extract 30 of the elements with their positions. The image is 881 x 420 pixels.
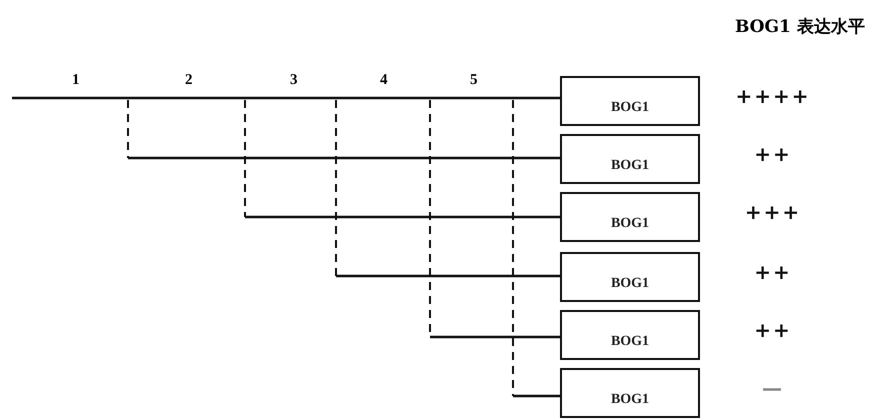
promoter-line: [12, 96, 560, 100]
expression-level: —: [762, 376, 784, 400]
fragment-number: 5: [470, 72, 478, 89]
gene-box: [560, 134, 700, 184]
gene-label: BOG1: [610, 276, 650, 292]
gene-label: BOG1: [610, 100, 650, 116]
gene-label: BOG1: [610, 216, 650, 232]
fragment-number: 1: [72, 72, 80, 89]
gene-label: BOG1: [610, 392, 650, 408]
expression-level: +++: [744, 200, 802, 224]
column-heading: BOG1 表达水平: [735, 16, 865, 38]
expression-level: ++: [754, 260, 792, 284]
promoter-line: [513, 394, 560, 398]
gene-label: BOG1: [610, 334, 650, 350]
gene-label: BOG1: [610, 158, 650, 174]
gene-box: [560, 76, 700, 126]
promoter-line: [430, 336, 560, 338]
expression-level: ++++: [735, 84, 811, 108]
promoter-line: [336, 274, 560, 278]
expression-level: ++: [754, 142, 792, 166]
promoter-line: [128, 156, 560, 160]
gene-box: [560, 192, 700, 242]
fragment-number: 4: [380, 72, 388, 89]
gene-box: [560, 368, 700, 418]
gene-box: [560, 310, 700, 360]
promoter-line: [245, 216, 560, 218]
fragment-number: 3: [290, 72, 298, 89]
fragment-number: 2: [185, 72, 192, 89]
gene-box: [560, 252, 700, 302]
expression-level: ++: [754, 318, 792, 342]
